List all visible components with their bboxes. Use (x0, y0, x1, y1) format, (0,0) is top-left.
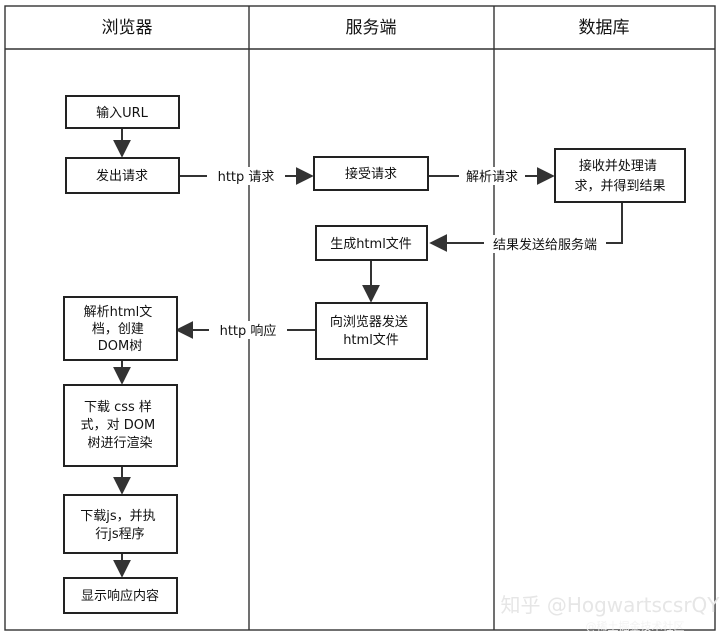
outer-border (4, 5, 716, 631)
box-show-content (63, 577, 178, 614)
label-db-process: 接收并处理请 求，并得到结果 (574, 158, 665, 194)
box-download-css (63, 384, 178, 467)
box-send-request (65, 157, 180, 194)
box-generate-html (315, 225, 428, 261)
box-accept-request (313, 156, 429, 191)
process-boxes (63, 95, 686, 614)
swimlane-frame (4, 5, 716, 631)
lane-title-server: 服务端 (346, 18, 397, 38)
label-parse-html: 解析html文 档，创建 DOM树 (84, 305, 157, 354)
box-input-url (65, 95, 180, 129)
label-download-js: 下载js，并执 行js程序 (80, 509, 160, 542)
watermark-primary: 知乎 @HogwartscsrQY (500, 593, 720, 617)
label-input-url: 输入URL (96, 105, 149, 121)
label-download-css: 下载 css 样 式，对 DOM 树进行渲染 (81, 400, 160, 451)
box-parse-html (63, 296, 178, 361)
lane-title-database: 数据库 (579, 18, 630, 38)
label-generate-html: 生成html文件 (330, 237, 412, 252)
lane-title-browser: 浏览器 (102, 18, 153, 38)
label-send-request: 发出请求 (96, 168, 148, 184)
label-send-html: 向浏览器发送 html文件 (330, 314, 412, 348)
edge-label-result-back: 结果发送给服务端 (493, 237, 597, 253)
label-show-content: 显示响应内容 (81, 588, 159, 604)
box-labels: 输入URL 发出请求 接受请求 接收并处理请 求，并得到结果 生成html文件 … (80, 105, 665, 604)
box-db-process (554, 148, 686, 203)
box-send-html (315, 302, 428, 360)
label-accept-request: 接受请求 (345, 166, 397, 182)
edge-label-http-response: http 响应 (220, 323, 277, 339)
watermark-secondary: @稀土掘金技术社区 (586, 619, 685, 633)
edge-label-http-request: http 请求 (218, 170, 275, 185)
edge-label-parse-request: 解析请求 (466, 170, 518, 185)
box-download-js (63, 494, 178, 554)
edge-labels: http 请求 解析请求 结果发送给服务端 http 响应 (207, 167, 606, 339)
